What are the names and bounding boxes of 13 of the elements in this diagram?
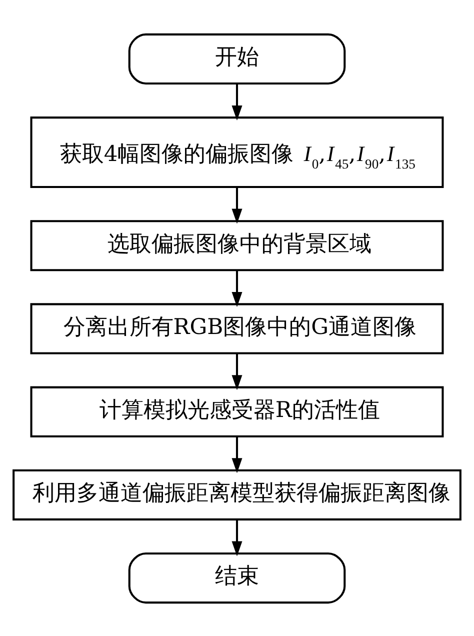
node-box: 获取4幅图像的偏振图像 I$_{0}$,I$_{45}$,I$_{90}$,I$_{135}$ bbox=[30, 116, 444, 188]
arrow bbox=[232, 436, 242, 473]
node-box: 利用多通道偏振距离模型获得偏振距离图像 bbox=[12, 468, 462, 520]
node-box: 结束 bbox=[128, 552, 346, 604]
arrow bbox=[232, 83, 242, 120]
arrow bbox=[232, 270, 242, 306]
node-box: 计算模拟光感受器R的活性值 bbox=[30, 386, 444, 437]
arrow bbox=[232, 519, 242, 556]
arrow bbox=[232, 186, 242, 224]
arrow bbox=[232, 352, 242, 390]
node-box: 选取偏振图像中的背景区域 bbox=[30, 220, 444, 271]
node-box: 开始 bbox=[128, 32, 346, 84]
node-box: 分离出所有RGB图像中的G通道图像 bbox=[30, 302, 444, 354]
